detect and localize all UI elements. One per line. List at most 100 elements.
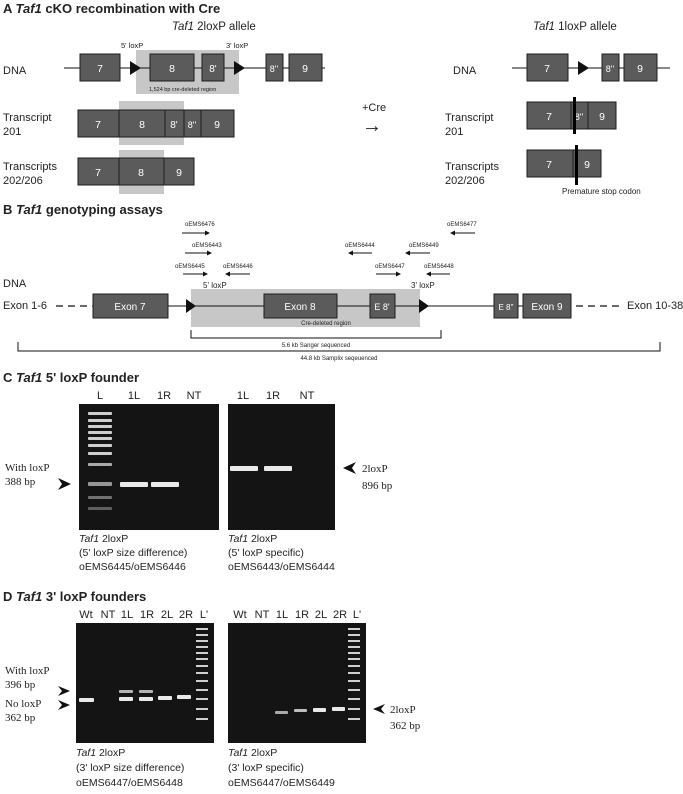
panel-c-heading: C Taf1 5' loxP founder bbox=[3, 370, 139, 385]
t202-exon9-label: 9 bbox=[176, 167, 182, 179]
c-left-label-2: 388 bp bbox=[5, 476, 36, 488]
d-left-label-3: No loxP bbox=[5, 698, 41, 710]
left-allele-title: Taf1 2loxP allele bbox=[172, 21, 256, 33]
exon-1-6-label: Exon 1-6 bbox=[3, 300, 47, 312]
loxp3-triangle-a bbox=[234, 61, 245, 75]
loxp5-label-a: 5' loxP bbox=[121, 41, 143, 50]
t201-exon8pp-label: 8'' bbox=[188, 120, 197, 130]
d-gel1-lane-NT: NT bbox=[101, 609, 116, 621]
d-gel2-lane-1L: 1L bbox=[276, 609, 288, 621]
c-caption2-line1: Taf1 2loxP bbox=[228, 533, 277, 545]
t202-label-left-2: 202/206 bbox=[3, 175, 43, 187]
d-gel2-lane-Wt: Wt bbox=[233, 609, 246, 621]
exon9-dna bbox=[288, 53, 323, 82]
c-right-label-2: 896 bp bbox=[362, 480, 393, 492]
c-gel2-lane-1L: 1L bbox=[237, 390, 249, 402]
d-gel1-lane-Lp: L' bbox=[200, 609, 208, 621]
stop-bar-201 bbox=[573, 97, 576, 134]
exon7-dna bbox=[79, 53, 121, 82]
c-left-label-1: With loxP bbox=[5, 462, 49, 474]
r-t201-exon9 bbox=[587, 101, 617, 130]
exon8p-dna-label: 8' bbox=[209, 64, 217, 75]
exon7-dna-label: 7 bbox=[97, 63, 103, 75]
r-t201-exon9-label: 9 bbox=[599, 111, 605, 123]
primer-6448: oEMS6448 bbox=[424, 264, 454, 270]
d-gel1-lane-1L: 1L bbox=[121, 609, 133, 621]
exon8pp-dna-label: 8'' bbox=[270, 64, 279, 74]
d-right-arrowhead-icon bbox=[373, 704, 385, 714]
exon9-b bbox=[522, 293, 572, 319]
c-caption1-line1: Taf1 2loxP bbox=[79, 533, 128, 545]
r-exon8pp-dna bbox=[601, 53, 620, 82]
d-caption2-line3: oEMS6447/oEMS6449 bbox=[228, 777, 335, 789]
t201-exon9-label: 9 bbox=[214, 119, 220, 131]
gel-d2-band-1R bbox=[294, 709, 307, 712]
dna-label-b: DNA bbox=[3, 278, 27, 290]
right-allele-title: Taf1 1loxP allele bbox=[533, 21, 617, 33]
gel-d1-band-1L-upper bbox=[119, 690, 133, 693]
r-exon9-dna-label: 9 bbox=[637, 63, 643, 75]
r-exon9-dna bbox=[623, 53, 658, 82]
d-gel2-lane-Lp: L' bbox=[353, 609, 361, 621]
d-left-arrowhead-upper-icon bbox=[58, 686, 70, 696]
exon8pp-b-label: E 8'' bbox=[498, 303, 514, 312]
r-t201-exon7-label: 7 bbox=[546, 111, 552, 123]
t202-label-right-2: 202/206 bbox=[445, 175, 485, 187]
primer-6447: oEMS6447 bbox=[375, 264, 405, 270]
cre-arrow-icon: → bbox=[362, 115, 382, 137]
d-gel2-lane-2R: 2R bbox=[333, 609, 347, 621]
panel-a-heading: A Taf1 cKO recombination with Cre bbox=[3, 1, 220, 16]
t202-exon7-label: 7 bbox=[95, 167, 101, 179]
d-right-label-1: 2loxP bbox=[390, 704, 416, 716]
gel-c1 bbox=[79, 404, 219, 530]
exon8-b bbox=[263, 293, 338, 319]
d-left-arrowhead-lower-icon bbox=[58, 700, 70, 710]
gel-d2-ladder bbox=[348, 628, 360, 720]
d-caption1-line1: Taf1 2loxP bbox=[76, 747, 125, 759]
loxp3-label-a: 3' loxP bbox=[226, 41, 248, 50]
primer-6445: oEMS6445 bbox=[175, 264, 205, 270]
exon8p-dna bbox=[201, 53, 225, 82]
samplix-label: 44.8 kb Samplix seqeuenced bbox=[300, 356, 377, 362]
d-gel1-lane-2R: 2R bbox=[179, 609, 193, 621]
r-exon7-dna-label: 7 bbox=[544, 63, 550, 75]
exon9-dna-label: 9 bbox=[302, 63, 308, 75]
exon7-b-label: Exon 7 bbox=[114, 302, 146, 313]
d-left-label-1: With loxP bbox=[5, 665, 49, 677]
t201-label-left: Transcript bbox=[3, 112, 52, 124]
dna-label-right: DNA bbox=[453, 65, 477, 77]
cre-deleted-label: Cre-deleted region bbox=[301, 321, 351, 327]
r-t202-exon9-label: 9 bbox=[584, 159, 590, 171]
gel-d1 bbox=[76, 623, 214, 743]
gel-c2-band-1L bbox=[230, 466, 258, 471]
d-gel2-lane-1R: 1R bbox=[295, 609, 309, 621]
t202-exon8-label: 8 bbox=[138, 167, 144, 179]
t201-label-right-2: 201 bbox=[445, 126, 463, 138]
d-gel2-lane-NT: NT bbox=[255, 609, 270, 621]
c-left-arrowhead-icon bbox=[58, 478, 71, 490]
t201-exon8-label: 8 bbox=[139, 119, 145, 131]
t202-exon8 bbox=[118, 157, 165, 186]
loxp3-triangle-b bbox=[419, 299, 429, 313]
dna-label-left: DNA bbox=[3, 65, 27, 77]
c-gel1-lane-1L: 1L bbox=[128, 390, 140, 402]
d-caption1-line2: (3' loxP size difference) bbox=[76, 762, 184, 774]
t202-exon7 bbox=[77, 157, 120, 186]
t201-exon9 bbox=[200, 109, 235, 138]
loxp3-label-b: 3' loxP bbox=[411, 281, 435, 290]
panel-b-heading: B Taf1 genotyping assays bbox=[3, 202, 163, 217]
primer-6477: oEMS6477 bbox=[447, 222, 477, 228]
exon9-b-label: Exon 9 bbox=[531, 302, 563, 313]
c-caption2-line3: oEMS6443/oEMS6444 bbox=[228, 561, 335, 573]
c-caption1-line3: oEMS6445/oEMS6446 bbox=[79, 561, 186, 573]
deleted-region-label: 1,524 bp cre-deleted region bbox=[149, 87, 216, 93]
loxp5-triangle-b bbox=[186, 299, 196, 313]
exon8-dna-label: 8 bbox=[169, 63, 175, 75]
c-right-arrowhead-icon bbox=[343, 462, 356, 474]
c-gel2-lane-NT: NT bbox=[300, 390, 315, 402]
exon-10-38-label: Exon 10-38 bbox=[627, 300, 683, 312]
gel-c1-band-1L bbox=[120, 482, 148, 487]
d-gel2-lane-2L: 2L bbox=[315, 609, 327, 621]
primer-6446: oEMS6446 bbox=[223, 264, 253, 270]
premature-stop-label: Premature stop codon bbox=[562, 187, 641, 196]
